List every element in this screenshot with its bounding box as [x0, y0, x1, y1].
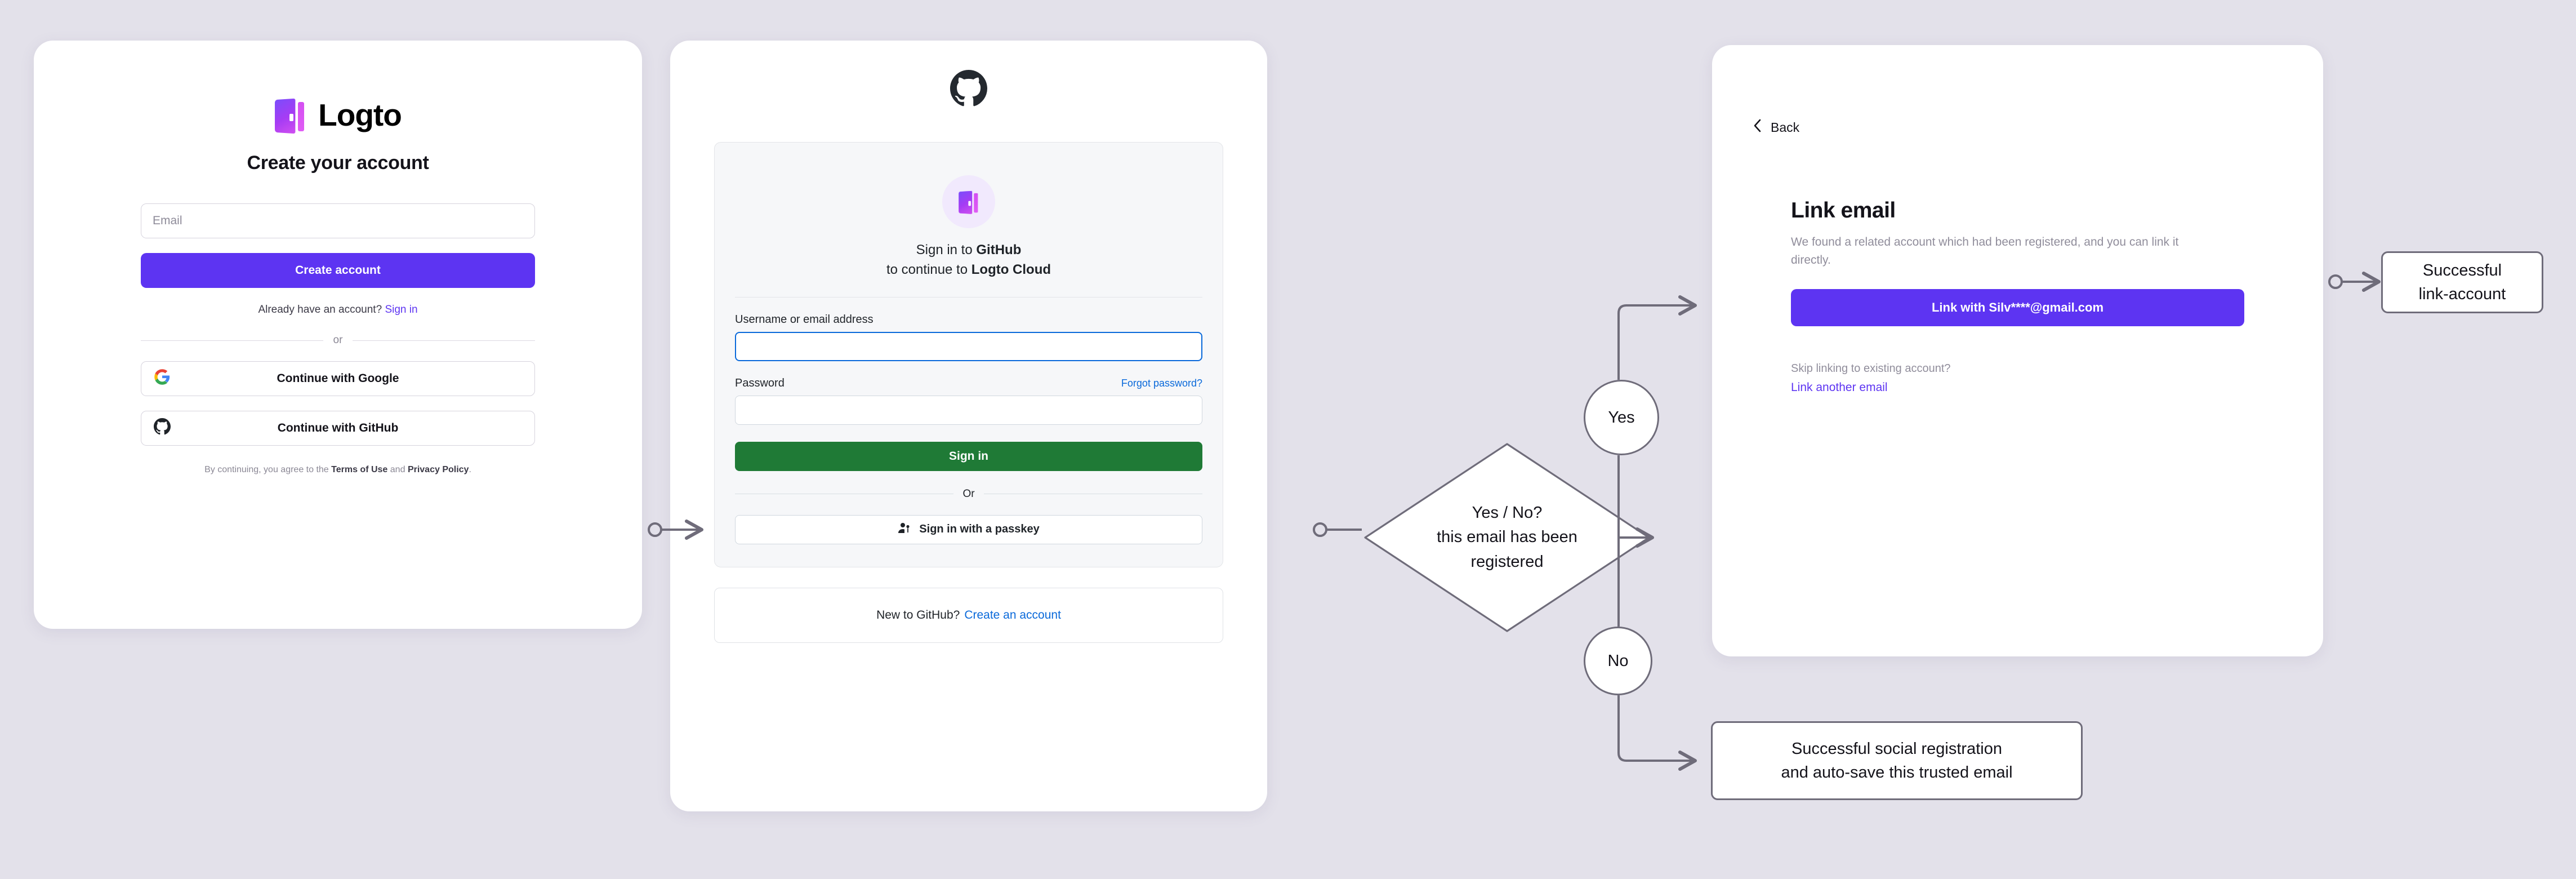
username-label: Username or email address: [735, 313, 873, 326]
divider-label: or: [333, 334, 343, 346]
connector-yes-to-link-email: [1617, 295, 1697, 380]
link-email-description: We found a related account which had bee…: [1791, 236, 2179, 267]
privacy-policy-link[interactable]: Privacy Policy: [407, 465, 469, 474]
decision-line-1: Yes / No?: [1472, 503, 1543, 522]
link-email-title: Link email: [1791, 198, 1896, 223]
no-label: No: [1607, 651, 1629, 670]
email-input[interactable]: Email: [141, 203, 535, 238]
or-divider: or: [141, 334, 535, 347]
headline-prefix: Sign in to: [916, 242, 973, 258]
connector-link-email-to-success: [2328, 272, 2381, 292]
decision-line-2: this email has been: [1437, 528, 1577, 547]
passkey-sign-in-button[interactable]: Sign in with a passkey: [735, 514, 1202, 544]
decision-node-email-registered: Yes / No? this email has been registered: [1362, 441, 1652, 634]
terms-of-use-link[interactable]: Terms of Use: [331, 465, 388, 474]
github-mark-icon: [154, 418, 171, 438]
continue-with-github-button[interactable]: Continue with GitHub: [141, 411, 535, 446]
create-account-button[interactable]: Create account: [141, 253, 535, 288]
username-input[interactable]: [735, 331, 1202, 361]
subline-app: Logto Cloud: [971, 261, 1051, 277]
chevron-left-icon: [1753, 118, 1763, 136]
passkey-button-label: Sign in with a passkey: [919, 523, 1040, 536]
google-button-label: Continue with Google: [277, 372, 399, 385]
github-or-divider: Or: [735, 487, 1203, 500]
forgot-password-link[interactable]: Forgot password?: [1121, 377, 1202, 389]
decision-line-3: registered: [1470, 552, 1544, 571]
result-node-social-registration: Successful social registration and auto-…: [1711, 721, 2083, 800]
back-button[interactable]: Back: [1753, 118, 1799, 136]
headline-provider: GitHub: [976, 242, 1022, 258]
yes-label: Yes: [1608, 408, 1635, 427]
legal-text: By continuing, you agree to the Terms of…: [141, 465, 535, 475]
link-email-card: Back Link email We found a related accou…: [1712, 45, 2323, 656]
github-mark-icon: [670, 70, 1267, 107]
page-title: Create your account: [247, 152, 429, 174]
decision-label: Yes / No? this email has been registered: [1362, 441, 1652, 634]
legal-period: .: [469, 465, 471, 474]
result-social-line-2: and auto-save this trusted email: [1781, 763, 2013, 782]
logto-signup-card: Logto Create your account Email Create a…: [34, 41, 642, 629]
branch-node-no: No: [1584, 627, 1652, 695]
password-label: Password: [735, 376, 785, 389]
create-account-link[interactable]: Create an account: [964, 608, 1061, 621]
github-signup-footer: New to GitHub? Create an account: [714, 587, 1223, 643]
result-node-link-account: Successful link-account: [2381, 251, 2543, 313]
subline-prefix: to continue to: [886, 261, 968, 277]
password-input[interactable]: [735, 395, 1202, 425]
result-social-line-1: Successful social registration: [1791, 739, 2002, 758]
connector-github-to-decision: [1313, 522, 1362, 537]
footer-text: New to GitHub?: [876, 608, 960, 621]
continue-with-google-button[interactable]: Continue with Google: [141, 361, 535, 396]
have-account-row: Already have an account? Sign in: [141, 304, 535, 316]
email-placeholder: Email: [153, 214, 182, 227]
brand-wordmark: Logto: [318, 97, 402, 132]
github-sign-in-button[interactable]: Sign in: [735, 441, 1202, 471]
logto-door-icon: [274, 97, 306, 134]
result-link-line-1: Successful: [2422, 261, 2502, 279]
panel-divider: [735, 296, 1202, 298]
legal-and: and: [390, 465, 405, 474]
app-logo-badge: [942, 175, 995, 228]
username-label-row: Username or email address: [735, 313, 1202, 326]
connector-no-to-social-success: [1617, 695, 1697, 771]
skip-linking-text: Skip linking to existing account?: [1791, 362, 1951, 375]
github-signin-card: Sign in to GitHub to continue to Logto C…: [670, 41, 1267, 811]
link-another-email-link[interactable]: Link another email: [1791, 381, 1888, 394]
github-headline: Sign in to GitHub to continue to Logto C…: [735, 241, 1202, 280]
divider-line-left: [141, 340, 323, 341]
legal-prefix: By continuing, you agree to the: [204, 465, 329, 474]
github-login-panel: Sign in to GitHub to continue to Logto C…: [714, 142, 1223, 567]
password-label-row: Password Forgot password?: [735, 377, 1202, 390]
divider-line-right: [353, 340, 535, 341]
passkey-person-icon: [898, 521, 911, 538]
or-label: Or: [962, 487, 975, 500]
have-account-text: Already have an account?: [258, 304, 382, 316]
result-link-line-2: link-account: [2418, 285, 2506, 303]
diamond-shape: [1364, 443, 1650, 632]
logto-door-icon: [959, 190, 979, 214]
sign-in-link[interactable]: Sign in: [385, 304, 418, 316]
logto-brand: Logto: [141, 97, 535, 134]
github-button-label: Continue with GitHub: [277, 421, 399, 434]
back-label: Back: [1771, 119, 1800, 135]
google-icon: [154, 369, 171, 389]
link-with-email-button[interactable]: Link with Silv****@gmail.com: [1791, 289, 2244, 326]
branch-node-yes: Yes: [1584, 380, 1659, 455]
